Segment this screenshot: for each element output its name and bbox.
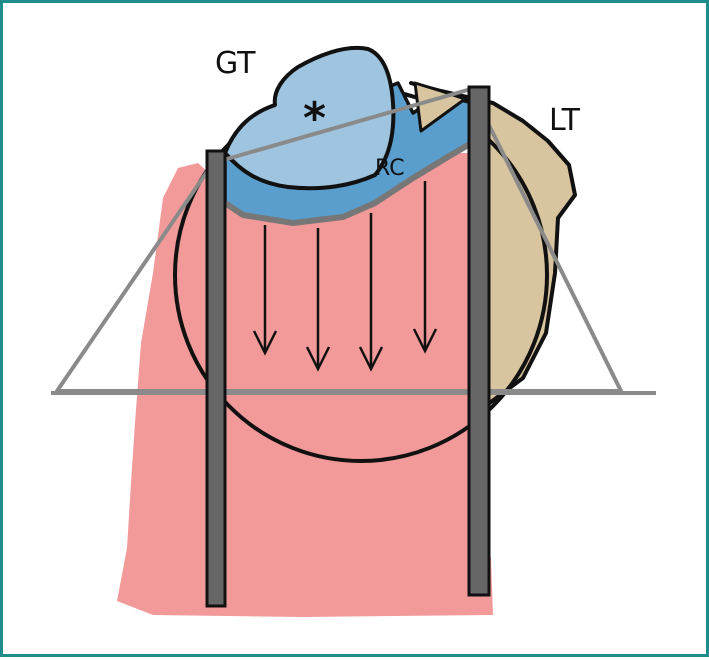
- label-lt: LT: [549, 103, 581, 138]
- down-arrow-icon: [358, 213, 384, 372]
- greater-tuberosity: [223, 46, 396, 191]
- label-marker: *: [303, 93, 326, 144]
- diagram-canvas: GT LT RC *: [51, 46, 656, 617]
- rotator-cuff-underline: [223, 138, 477, 226]
- label-gt: GT: [215, 46, 256, 81]
- down-arrow-icon: [252, 225, 278, 356]
- force-arrows: [252, 181, 438, 372]
- label-rc: RC: [375, 156, 405, 181]
- left-rod: [205, 149, 227, 608]
- down-arrow-icon: [305, 228, 331, 372]
- down-arrow-icon: [412, 181, 438, 354]
- right-rod: [467, 85, 491, 597]
